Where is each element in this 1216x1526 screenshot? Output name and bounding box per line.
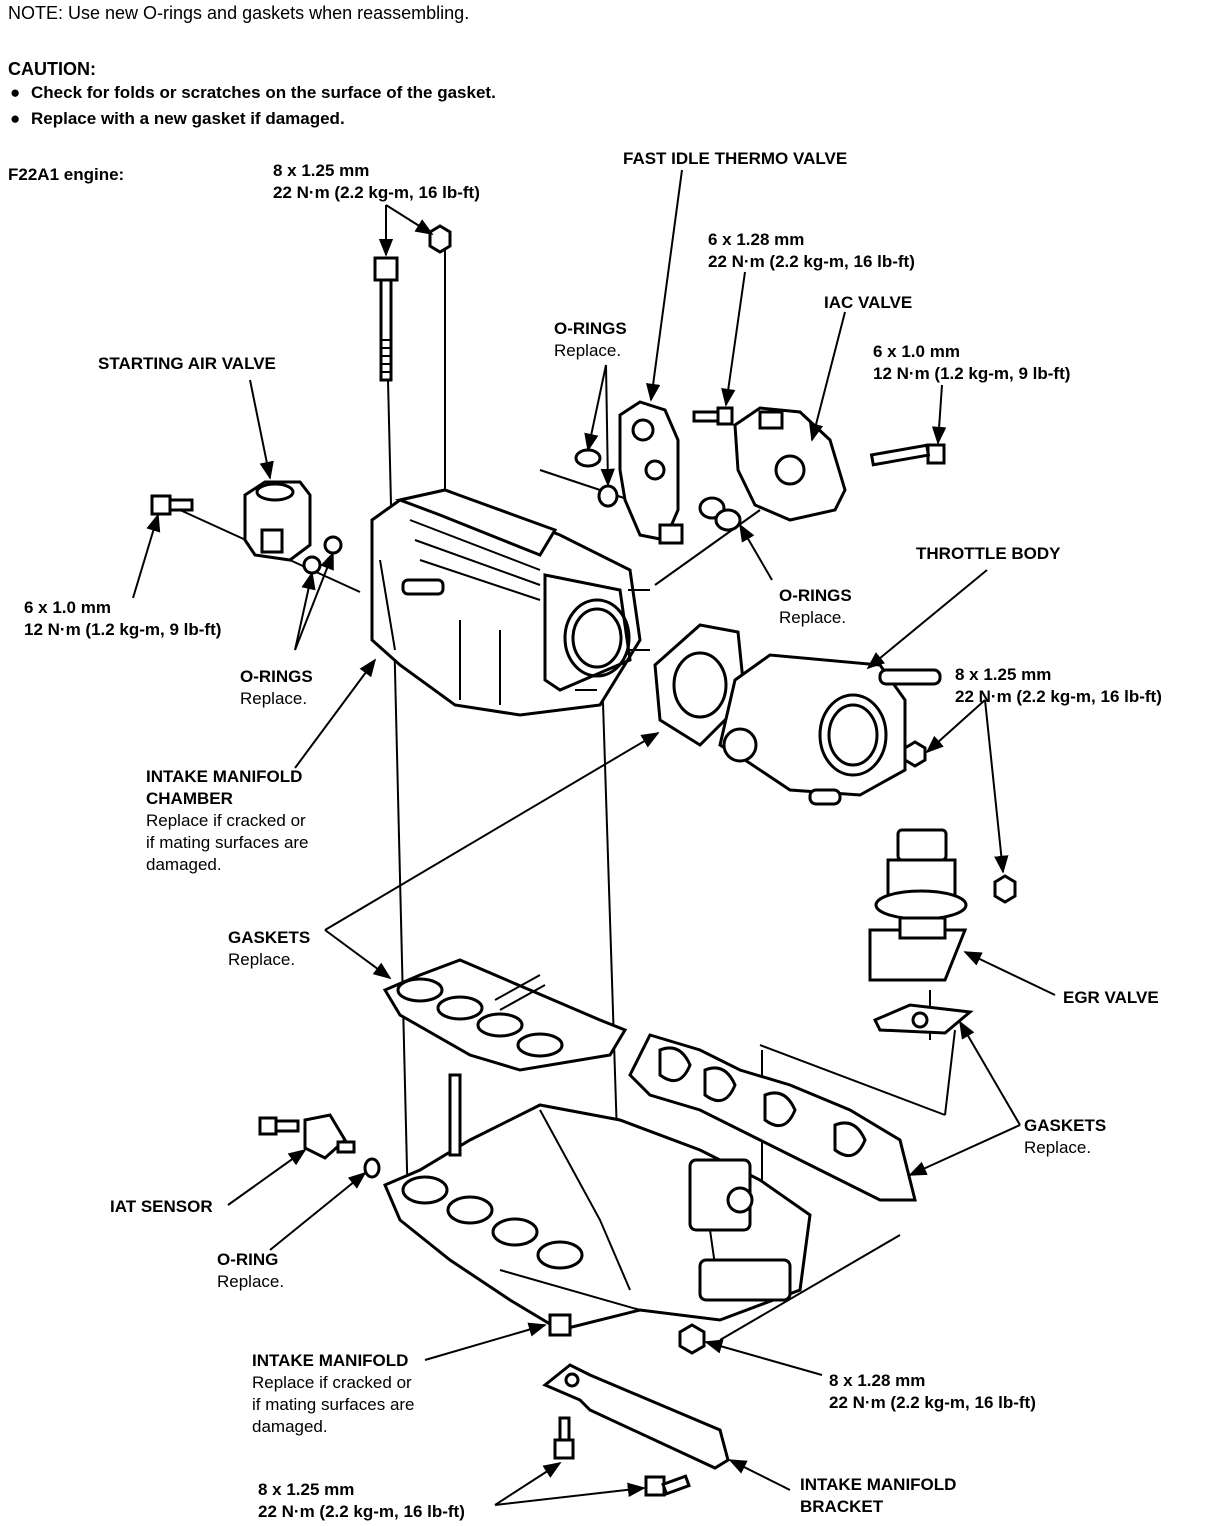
intake-manifold-label: INTAKE MANIFOLD — [252, 1351, 409, 1370]
iac-bolt-icon — [869, 443, 946, 467]
leader-lines — [132, 169, 1056, 1506]
throttle-body-gasket-part — [653, 623, 747, 747]
caution-item-1: ● Check for folds or scratches on the su… — [10, 82, 496, 104]
gaskets-left-note: Replace. — [228, 950, 296, 969]
gaskets-right-note: Replace. — [1024, 1138, 1092, 1157]
starting-air-valve-part — [243, 480, 343, 575]
intake-manifold-note-2: if mating surfaces are — [252, 1395, 415, 1414]
starting-air-valve-label: STARTING AIR VALVE — [98, 354, 276, 373]
bolt-tb-size: 8 x 1.25 mm — [955, 665, 1052, 684]
fast-idle-thermo-valve-label: FAST IDLE THERMO VALVE — [623, 149, 848, 168]
egr-gasket-part — [872, 1003, 974, 1035]
o-ring-bottom-note: Replace. — [217, 1272, 285, 1291]
bolt-bracket-torque: 22 N·m (2.2 kg-m, 16 lb-ft) — [258, 1502, 465, 1521]
nut-icon — [428, 224, 452, 254]
bolt-manifold-torque: 22 N·m (2.2 kg-m, 16 lb-ft) — [829, 1393, 1036, 1412]
caution-item-text: Check for folds or scratches on the surf… — [31, 83, 496, 102]
bolt-sav-torque: 12 N·m (1.2 kg-m, 9 lb-ft) — [24, 620, 222, 639]
bolt-iac-torque: 12 N·m (1.2 kg-m, 9 lb-ft) — [873, 364, 1071, 383]
bullet-icon: ● — [10, 109, 21, 128]
bolt-top-torque: 22 N·m (2.2 kg-m, 16 lb-ft) — [273, 183, 480, 202]
throttle-body-label: THROTTLE BODY — [916, 544, 1061, 563]
sav-bolt-icon — [150, 494, 194, 516]
bolt-sav-size: 6 x 1.0 mm — [24, 598, 111, 617]
bullet-icon: ● — [10, 83, 21, 102]
o-rings-mid-note: Replace. — [779, 608, 847, 627]
throttle-body-part — [718, 653, 942, 806]
intake-manifold-part — [383, 1073, 812, 1337]
long-bolt-icon — [373, 256, 399, 382]
manifold-gasket-right-part — [628, 1033, 917, 1202]
o-rings-left-note: Replace. — [240, 689, 308, 708]
bolt-fitv-size: 6 x 1.28 mm — [708, 230, 805, 249]
gaskets-right-label: GASKETS — [1024, 1116, 1107, 1135]
manifold-gasket-left-part — [382, 958, 628, 1072]
egr-nut-icon — [993, 874, 1017, 904]
o-ring-bottom-label: O-RING — [217, 1250, 279, 1269]
egr-valve-label: EGR VALVE — [1063, 988, 1159, 1007]
iat-sensor-part — [258, 1113, 356, 1160]
caution-title: CAUTION: — [8, 59, 96, 79]
egr-valve-part — [868, 828, 968, 982]
bolt-top-size: 8 x 1.25 mm — [273, 161, 370, 180]
o-rings-mid-label: O-RINGS — [779, 586, 852, 605]
bolt-fitv-torque: 22 N·m (2.2 kg-m, 16 lb-ft) — [708, 252, 915, 271]
bracket-bolt-left-icon — [553, 1416, 575, 1460]
gaskets-left-label: GASKETS — [228, 928, 311, 947]
intake-manifold-note-3: damaged. — [252, 1417, 328, 1436]
intake-manifold-bracket-label: INTAKE MANIFOLD — [800, 1475, 957, 1494]
manifold-nut-icon — [678, 1323, 706, 1355]
bolt-iac-size: 6 x 1.0 mm — [873, 342, 960, 361]
o-rings-top-label: O-RINGS — [554, 319, 627, 338]
intake-manifold-bracket-part — [542, 1363, 730, 1470]
bolt-manifold-size: 8 x 1.28 mm — [829, 1371, 926, 1390]
intake-manifold-chamber-part — [370, 488, 650, 717]
intake-manifold-chamber-label: INTAKE MANIFOLD — [146, 767, 303, 786]
intake-manifold-chamber-note-1: Replace if cracked or — [146, 811, 306, 830]
note-text: NOTE: Use new O-rings and gaskets when r… — [8, 3, 470, 23]
iac-valve-label: IAC VALVE — [824, 293, 913, 312]
o-rings-left-label: O-RINGS — [240, 667, 313, 686]
o-rings-top-note: Replace. — [554, 341, 622, 360]
intake-manifold-bracket-label-2: BRACKET — [800, 1497, 884, 1516]
engine-label: F22A1 engine: — [8, 165, 125, 184]
intake-manifold-chamber-note-3: damaged. — [146, 855, 222, 874]
o-ring-bottom-part — [363, 1157, 381, 1179]
bracket-bolt-right-icon — [644, 1474, 691, 1497]
caution-item-text: Replace with a new gasket if damaged. — [31, 109, 345, 128]
fast-idle-thermo-valve-part — [574, 400, 684, 545]
iat-sensor-label: IAT SENSOR — [110, 1197, 213, 1216]
intake-manifold-chamber-note-2: if mating surfaces are — [146, 833, 309, 852]
caution-item-2: ● Replace with a new gasket if damaged. — [10, 108, 345, 130]
iac-valve-part — [698, 406, 847, 532]
bolt-bracket-size: 8 x 1.25 mm — [258, 1480, 355, 1499]
intake-manifold-note-1: Replace if cracked or — [252, 1373, 412, 1392]
fitv-bolt-icon — [692, 406, 734, 426]
intake-manifold-chamber-label-2: CHAMBER — [146, 789, 233, 808]
bolt-tb-torque: 22 N·m (2.2 kg-m, 16 lb-ft) — [955, 687, 1162, 706]
tb-nut-icon — [903, 740, 927, 768]
